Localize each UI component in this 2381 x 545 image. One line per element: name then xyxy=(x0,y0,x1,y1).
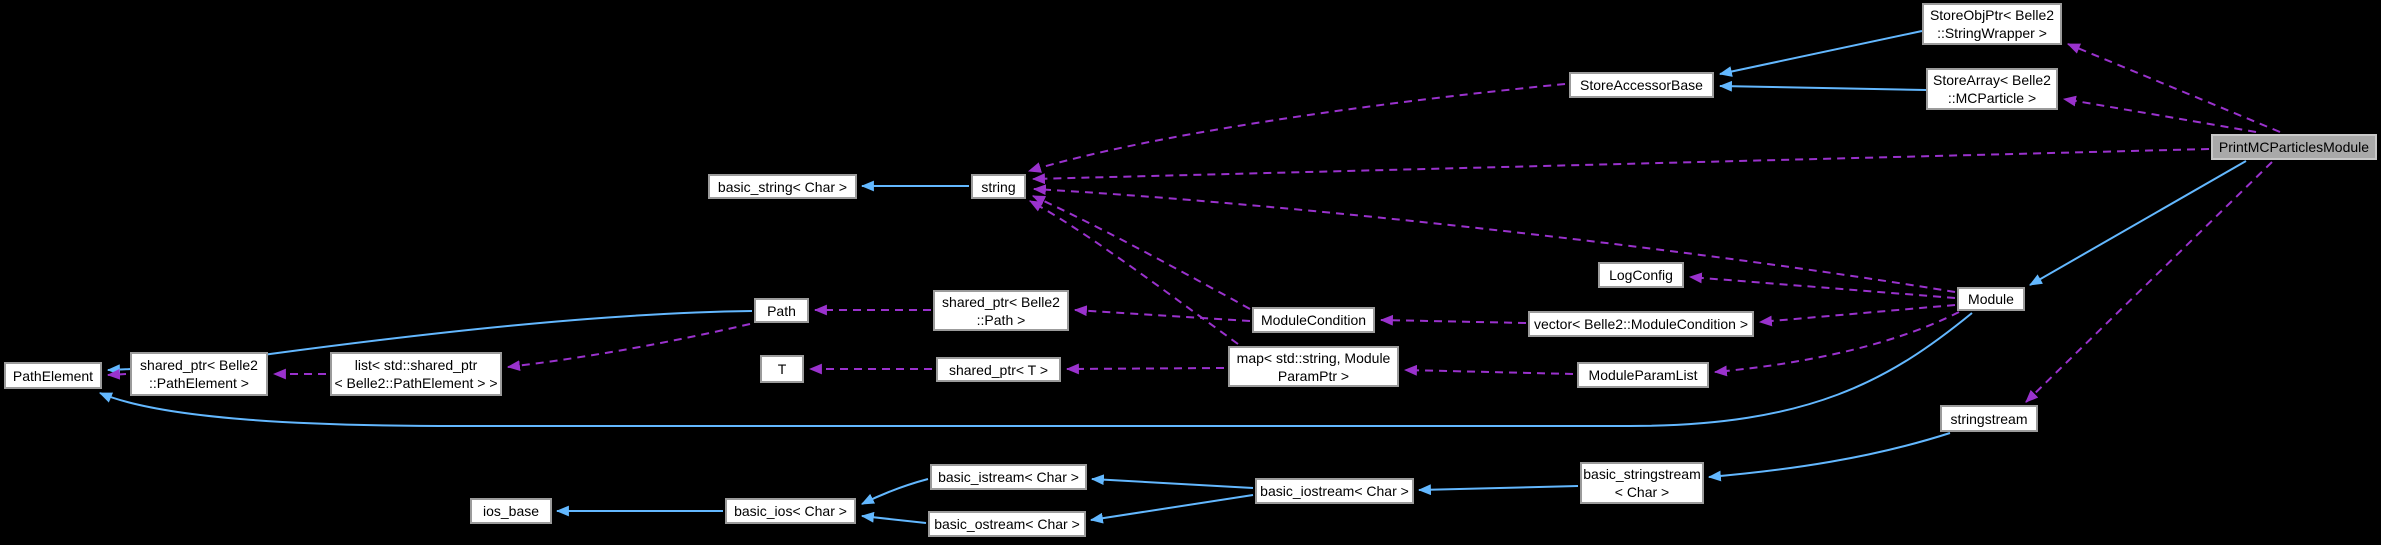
node-ios-base[interactable]: ios_base xyxy=(470,498,552,524)
edge-printmcparticles-to-stringstream xyxy=(2025,161,2273,403)
edge-path-to-listsharedptr xyxy=(506,323,751,371)
node-modulecondition[interactable]: ModuleCondition xyxy=(1252,307,1375,333)
edge-printmcparticles-to-string xyxy=(1031,148,2210,185)
edge-storeaccessorbase-to-string xyxy=(1027,83,1566,173)
edge-stringstream-to-basicstringstream xyxy=(1707,432,1951,482)
node-map-moduleparamptr[interactable]: map< std::string, Module ParamPtr > xyxy=(1228,346,1399,387)
node-basic-string[interactable]: basic_string< Char > xyxy=(708,174,857,199)
edge-sharedptrpathelem-to-pathelement xyxy=(106,368,127,380)
node-vector-modulecondition[interactable]: vector< Belle2::ModuleCondition > xyxy=(1528,311,1754,337)
node-basic-iostream[interactable]: basic_iostream< Char > xyxy=(1255,478,1414,504)
edge-basicstringstream-to-basiciostream xyxy=(1417,484,1579,496)
node-moduleparamlist[interactable]: ModuleParamList xyxy=(1577,362,1709,388)
node-shared-ptr-path[interactable]: shared_ptr< Belle2 ::Path > xyxy=(933,290,1069,331)
node-basic-stringstream[interactable]: basic_stringstream < Char > xyxy=(1580,462,1704,504)
edge-basiciostream-to-basicostream xyxy=(1089,494,1254,524)
edge-vectormodulecond-to-modulecondition xyxy=(1379,314,1527,326)
node-list-shared-ptr[interactable]: list< std::shared_ptr < Belle2::PathElem… xyxy=(330,352,502,396)
edge-printmcparticles-to-storeobjptr xyxy=(2066,43,2281,133)
node-module[interactable]: Module xyxy=(1957,287,2025,311)
node-printmcparticlesmodule[interactable]: PrintMCParticlesModule xyxy=(2211,134,2377,160)
node-string[interactable]: string xyxy=(971,174,1026,199)
edge-mapparamptr-to-sharedptrt xyxy=(1065,363,1225,375)
edge-storearray-to-storeaccessorbase xyxy=(1718,80,1927,92)
edge-module-to-string xyxy=(1032,184,1956,293)
node-storeaccessorbase[interactable]: StoreAccessorBase xyxy=(1569,72,1714,98)
node-path[interactable]: Path xyxy=(754,298,809,323)
node-shared-ptr-pathelement[interactable]: shared_ptr< Belle2 ::PathElement > xyxy=(130,352,268,396)
edge-moduleparamlist-to-mapparamptr xyxy=(1403,364,1574,376)
node-stringstream[interactable]: stringstream xyxy=(1940,405,2038,432)
node-basic-istream[interactable]: basic_istream< Char > xyxy=(930,464,1087,490)
edge-basiciostream-to-basicistream xyxy=(1090,474,1254,489)
edge-module-to-vectormodulecond xyxy=(1758,304,1956,327)
edge-modulecondition-to-string xyxy=(1032,195,1251,310)
edge-module-to-logconfig xyxy=(1688,272,1956,299)
edge-printmcparticles-to-module xyxy=(2029,160,2247,286)
edge-storeobjptr-to-storeaccessorbase xyxy=(1718,30,1923,77)
edge-module-to-pathelement xyxy=(99,312,1973,427)
edge-basicostream-to-basicios xyxy=(860,511,927,524)
node-storearray[interactable]: StoreArray< Belle2 ::MCParticle > xyxy=(1926,68,2058,110)
edge-basicistream-to-basicios xyxy=(861,478,929,505)
node-storeobjptr[interactable]: StoreObjPtr< Belle2 ::StringWrapper > xyxy=(1922,3,2062,45)
node-basic-ostream[interactable]: basic_ostream< Char > xyxy=(928,511,1086,537)
edge-mapparamptr-to-string xyxy=(1029,200,1239,345)
node-pathelement[interactable]: PathElement xyxy=(4,362,102,389)
node-t[interactable]: T xyxy=(760,355,804,383)
node-logconfig[interactable]: LogConfig xyxy=(1598,262,1684,288)
edge-modulecondition-to-sharedptrpath xyxy=(1073,305,1251,322)
node-basic-ios[interactable]: basic_ios< Char > xyxy=(725,498,856,524)
edge-printmcparticles-to-storearray xyxy=(2062,95,2257,133)
edge-module-to-moduleparamlist xyxy=(1713,311,1960,377)
node-shared-ptr-t[interactable]: shared_ptr< T > xyxy=(936,357,1061,382)
